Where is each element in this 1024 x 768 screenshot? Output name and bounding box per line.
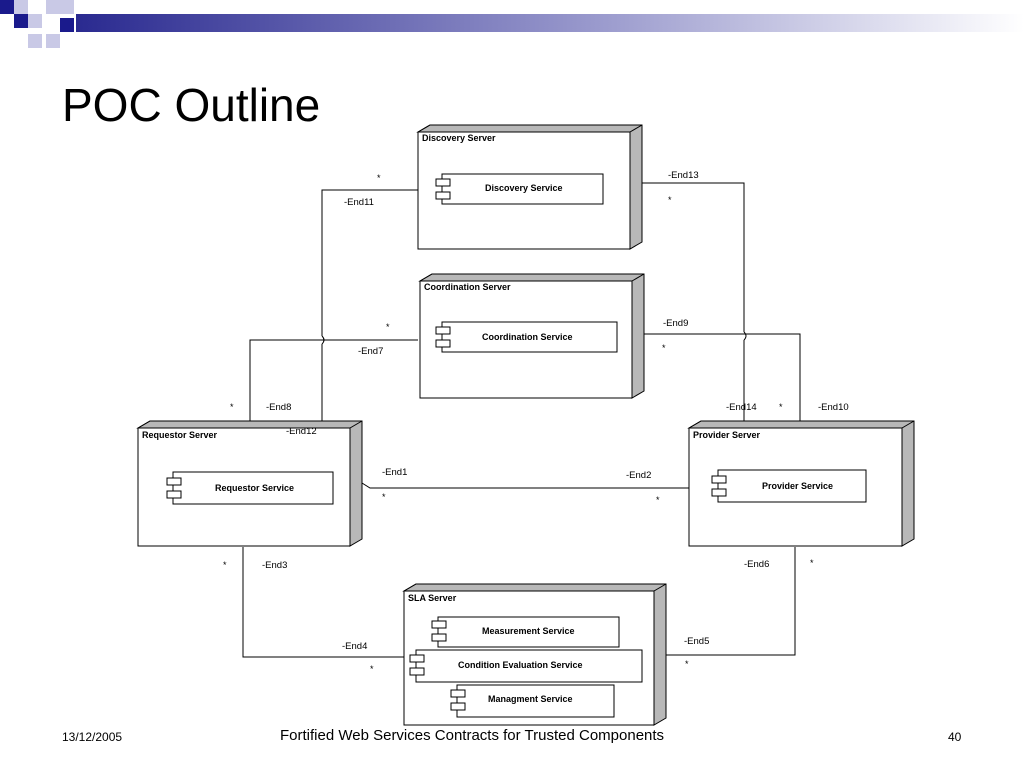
footer-date: 13/12/2005 <box>62 730 123 744</box>
condition-evaluation-service-label: Condition Evaluation Service <box>458 660 583 670</box>
mult-end6: * <box>810 558 814 568</box>
end5-label: -End5 <box>684 636 709 647</box>
node-discovery-server <box>416 124 643 250</box>
coordination-service-label: Coordination Service <box>482 332 573 342</box>
end6-label: -End6 <box>744 559 769 570</box>
node-sla-server <box>402 583 667 726</box>
discovery-server-title: Discovery Server <box>422 133 496 143</box>
page-title: POC Outline <box>62 79 321 131</box>
header-decoration <box>0 0 1024 48</box>
end11-label: -End11 <box>344 197 374 208</box>
end14-label: -End14 <box>726 402 757 413</box>
end7-label: -End7 <box>358 346 383 357</box>
end13-label: -End13 <box>668 170 699 181</box>
managment-service-label: Managment Service <box>488 694 573 704</box>
mult-end8: * <box>230 402 234 412</box>
mult-end9: * <box>662 343 666 353</box>
end8-label: -End8 <box>266 402 291 413</box>
mult-end3: * <box>223 560 227 570</box>
requestor-service-label: Requestor Service <box>215 483 294 493</box>
requestor-server-title: Requestor Server <box>142 430 218 440</box>
footer-title: Fortified Web Services Contracts for Tru… <box>280 727 665 744</box>
mult-end4: * <box>370 664 374 674</box>
discovery-service-label: Discovery Service <box>485 183 563 193</box>
sla-server-title: SLA Server <box>408 593 457 603</box>
end1-label: -End1 <box>382 467 407 478</box>
end12-label: -End12 <box>286 426 317 437</box>
mult-end7: * <box>386 322 390 332</box>
end2-label: -End2 <box>626 470 651 481</box>
node-coordination-server <box>418 273 645 399</box>
connector-lines <box>242 182 801 658</box>
measurement-service-label: Measurement Service <box>482 626 575 636</box>
page-number: 40 <box>948 730 962 744</box>
mult-end13: * <box>668 195 672 205</box>
end10-label: -End10 <box>818 402 849 413</box>
mult-end11: * <box>377 173 381 183</box>
end9-label: -End9 <box>663 318 688 329</box>
mult-end1: * <box>382 492 386 502</box>
provider-service-label: Provider Service <box>762 481 833 491</box>
end4-label: -End4 <box>342 641 367 652</box>
mult-end10: * <box>779 402 783 412</box>
node-provider-server <box>687 420 915 547</box>
provider-server-title: Provider Server <box>693 430 761 440</box>
coordination-server-title: Coordination Server <box>424 282 511 292</box>
node-requestor-server <box>136 420 363 547</box>
end3-label: -End3 <box>262 560 287 571</box>
mult-end2: * <box>656 495 660 505</box>
mult-end5: * <box>685 659 689 669</box>
